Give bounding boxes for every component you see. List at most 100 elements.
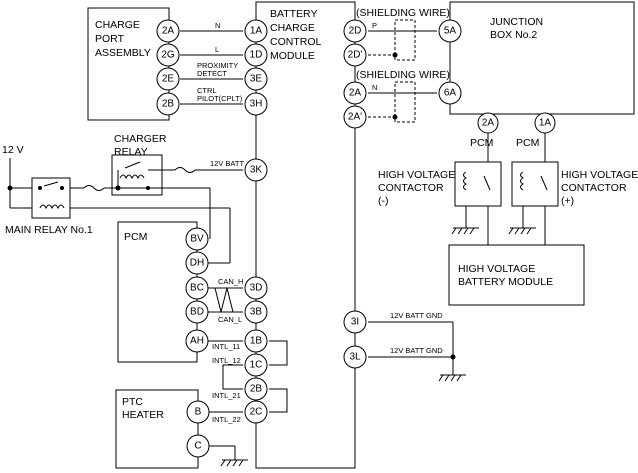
shielding-wire-label-2: (SHIELDING WIRE) bbox=[356, 69, 450, 81]
main-relay-box bbox=[31, 177, 71, 219]
bcm-label-2: CHARGE bbox=[270, 22, 315, 34]
pin-3h: 3H bbox=[244, 92, 268, 116]
loop-1b-1c bbox=[269, 340, 288, 366]
pin-dh: DH bbox=[185, 251, 209, 275]
svg-text:B: B bbox=[195, 407, 202, 418]
hv-contactor-neg-label-3: (-) bbox=[378, 195, 389, 207]
hv-contactor-pos-box bbox=[511, 161, 559, 207]
pin-ah: AH bbox=[185, 329, 209, 353]
signal-can-h-label: CAN_H bbox=[218, 277, 243, 286]
hv-contactor-pos-label-1: HIGH VOLTAGE bbox=[561, 169, 638, 181]
svg-text:3L: 3L bbox=[349, 352, 361, 363]
signal-ctrl-label-1: CTRL bbox=[197, 86, 217, 95]
svg-text:2A: 2A bbox=[482, 118, 495, 129]
main-relay-label: MAIN RELAY No.1 bbox=[5, 224, 93, 236]
signal-prox-label-2: DETECT bbox=[197, 69, 227, 78]
charger-relay-switch bbox=[124, 161, 141, 169]
hv-contactor-neg-box bbox=[454, 161, 502, 207]
svg-text:3K: 3K bbox=[250, 165, 263, 176]
pin-bv: BV bbox=[185, 227, 209, 251]
pin-2d: 2D bbox=[343, 19, 367, 43]
pin-1c: 1C bbox=[244, 353, 268, 377]
bcm-label-3: CONTROL bbox=[270, 36, 321, 48]
junction-box-label-2: BOX No.2 bbox=[490, 29, 537, 41]
main-relay-terminal bbox=[38, 186, 42, 190]
hv-battery-label-1: HIGH VOLTAGE bbox=[458, 263, 535, 275]
svg-text:3I: 3I bbox=[351, 317, 359, 328]
signal-sh-n-label: N bbox=[372, 83, 377, 92]
supply-12v-label: 12 V bbox=[2, 144, 24, 156]
svg-text:6A: 6A bbox=[444, 88, 457, 99]
pin-2e-cp: 2E bbox=[156, 67, 180, 91]
svg-text:1B: 1B bbox=[250, 336, 263, 347]
svg-text:2C: 2C bbox=[250, 407, 263, 418]
fuse-2 bbox=[174, 167, 196, 173]
hv-battery-module-box bbox=[448, 244, 585, 306]
main-relay-terminal-2 bbox=[60, 186, 64, 190]
svg-text:2A: 2A bbox=[349, 88, 362, 99]
charger-relay-label-2: RELAY bbox=[114, 146, 148, 158]
svg-text:2G: 2G bbox=[161, 50, 175, 61]
neg-contactor-switch bbox=[483, 175, 491, 191]
signal-n-label: N bbox=[215, 21, 220, 30]
svg-text:BC: BC bbox=[190, 283, 204, 294]
svg-text:1A: 1A bbox=[539, 118, 552, 129]
signal-gnd2-label: 12V BATT GND bbox=[390, 346, 443, 355]
signal-intl-21-label: INTL_21 bbox=[212, 391, 241, 400]
wire-intl-12 bbox=[222, 364, 243, 390]
pin-2b-bcm: 2B bbox=[244, 377, 268, 401]
hv-contactor-neg-label-1: HIGH VOLTAGE bbox=[378, 169, 455, 181]
pin-2a-jb: 2A bbox=[477, 112, 499, 134]
signal-intl-22-label: INTL_22 bbox=[212, 415, 241, 424]
pin-1b: 1B bbox=[244, 329, 268, 353]
signal-l-label: L bbox=[215, 45, 219, 54]
pin-2d-prime: 2D' bbox=[343, 43, 367, 67]
hv-contactor-neg-label-2: CONTACTOR bbox=[378, 182, 444, 194]
pin-3k: 3K bbox=[244, 158, 268, 182]
signal-ctrl-label-2: PILOT(CPLT) bbox=[197, 94, 243, 103]
fuse-1 bbox=[83, 185, 105, 191]
node-gnd bbox=[450, 354, 456, 360]
ground-ptc bbox=[220, 459, 248, 467]
signal-gnd1-label: 12V BATT GND bbox=[390, 311, 443, 320]
pin-3i: 3I bbox=[343, 310, 367, 334]
svg-text:1D: 1D bbox=[250, 50, 263, 61]
charge-port-label-1: CHARGE bbox=[95, 19, 140, 31]
svg-text:2A: 2A bbox=[162, 26, 175, 37]
bcm-label-1: BATTERY bbox=[270, 8, 317, 20]
pin-3b: 3B bbox=[244, 300, 268, 324]
ptc-heater-label-2: HEATER bbox=[122, 409, 164, 421]
pos-contactor-switch bbox=[540, 175, 548, 191]
pin-2a-bcm: 2A bbox=[343, 81, 367, 105]
pcm-label-1: PCM bbox=[470, 137, 493, 149]
pin-bc: BC bbox=[185, 276, 209, 300]
ground-bcm bbox=[438, 374, 466, 382]
svg-text:2D': 2D' bbox=[348, 50, 363, 61]
main-relay-coil bbox=[39, 204, 65, 210]
pin-2b-cp: 2B bbox=[156, 92, 180, 116]
pin-2a-prime: 2A' bbox=[343, 105, 367, 129]
charger-relay-coil bbox=[119, 174, 145, 180]
svg-text:2A': 2A' bbox=[348, 112, 362, 123]
pin-2g: 2G bbox=[156, 43, 180, 67]
svg-text:BD: BD bbox=[190, 307, 204, 318]
svg-text:1C: 1C bbox=[250, 360, 263, 371]
shield-2 bbox=[394, 81, 416, 123]
pin-c-ptc: C bbox=[186, 434, 210, 458]
pcm-label-2: PCM bbox=[516, 137, 539, 149]
charge-port-label-3: ASSEMBLY bbox=[95, 47, 151, 59]
svg-text:5A: 5A bbox=[444, 26, 457, 37]
main-relay-switch bbox=[43, 181, 59, 187]
svg-text:AH: AH bbox=[190, 336, 204, 347]
charge-port-label-2: PORT bbox=[95, 33, 125, 45]
signal-can-l-label: CAN_L bbox=[218, 315, 242, 324]
svg-text:3H: 3H bbox=[250, 99, 263, 110]
pin-3l: 3L bbox=[343, 345, 367, 369]
signal-prox-label-1: PROXIMITY bbox=[197, 61, 238, 70]
pin-1d: 1D bbox=[244, 43, 268, 67]
junction-box-label-1: JUNCTION bbox=[490, 16, 543, 28]
pos-contactor-coil bbox=[520, 171, 524, 191]
loop-2b-2c bbox=[269, 388, 288, 413]
pin-6a: 6A bbox=[438, 81, 462, 105]
